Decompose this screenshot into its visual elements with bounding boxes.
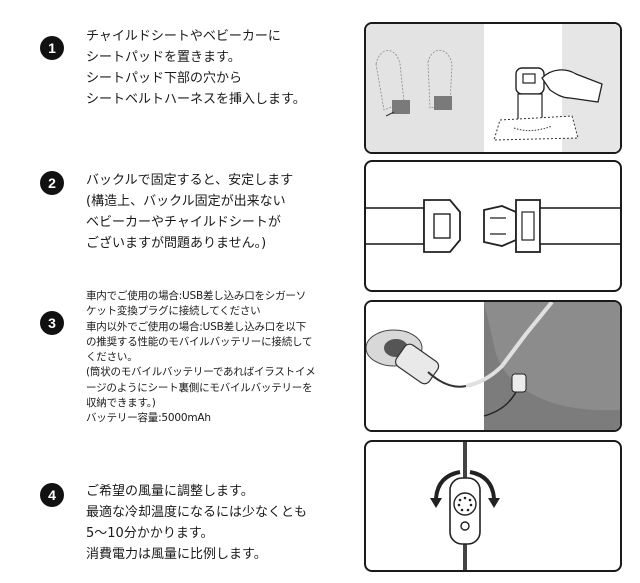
step-2-illustration <box>364 160 622 292</box>
step-number-2: 2 <box>40 171 64 195</box>
step-3-text: 車内でご使用の場合:USB差し込み口をシガーソ ケット変換プラグに接続してくださ… <box>86 290 316 425</box>
buckle-illustration <box>366 199 620 253</box>
step-4-illustration <box>364 440 622 572</box>
step-number-4: 4 <box>40 483 64 507</box>
usb-cigar-plug-illustration <box>366 302 620 430</box>
step-3-illustration <box>364 300 622 432</box>
step-2-text: バックルで固定すると、安定します (構造上、バックル固定が出来ない ベビーカーや… <box>86 173 294 251</box>
step-4-text: ご希望の風量に調整します。 最適な冷却温度になるには少なくとも 5～10分かかり… <box>86 484 308 562</box>
step-1-text: チャイルドシートやベビーカーに シートパッドを置きます。 シートパッド下部の穴か… <box>86 29 306 107</box>
seat-pad-harness-illustration <box>366 24 620 152</box>
fan-speed-dial-illustration <box>430 442 500 570</box>
step-number-1: 1 <box>40 36 64 60</box>
step-1-illustration <box>364 22 622 154</box>
step-number-3: 3 <box>40 311 64 335</box>
